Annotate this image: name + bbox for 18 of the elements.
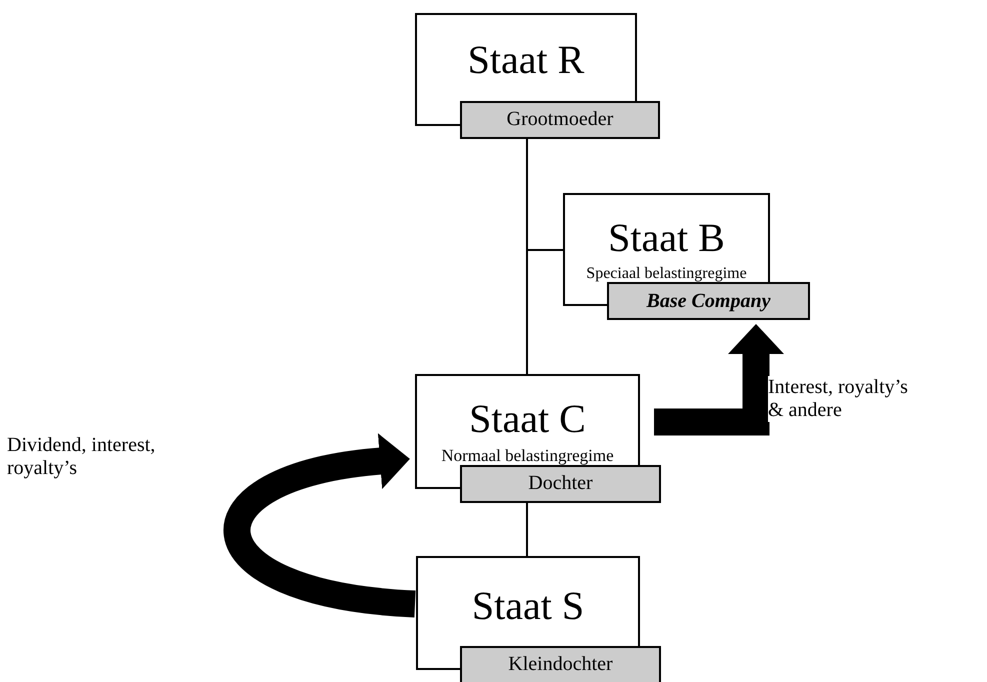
tax-regime: Speciaal belastingregime [585, 265, 748, 283]
entity-name: Kleindochter [507, 653, 614, 676]
entity-tab [460, 465, 661, 503]
entity-tab [460, 101, 660, 139]
edge-label: Interest, royalty’s & andere [768, 376, 908, 422]
flow-arrow [654, 324, 784, 436]
state-name: Staat S [470, 583, 586, 629]
state-name: Staat R [466, 37, 586, 83]
state-name: Staat B [607, 215, 726, 261]
tax-regime: Normaal belastingregime [440, 446, 615, 466]
connector-line [526, 139, 563, 251]
entity-name: Base Company [645, 290, 772, 313]
entity-tab [460, 646, 661, 682]
entity-name: Grootmoeder [506, 108, 614, 131]
connector-line [526, 503, 528, 556]
state-name: Staat C [468, 396, 587, 442]
entity-tab [607, 282, 810, 320]
entity-name: Dochter [527, 472, 594, 495]
